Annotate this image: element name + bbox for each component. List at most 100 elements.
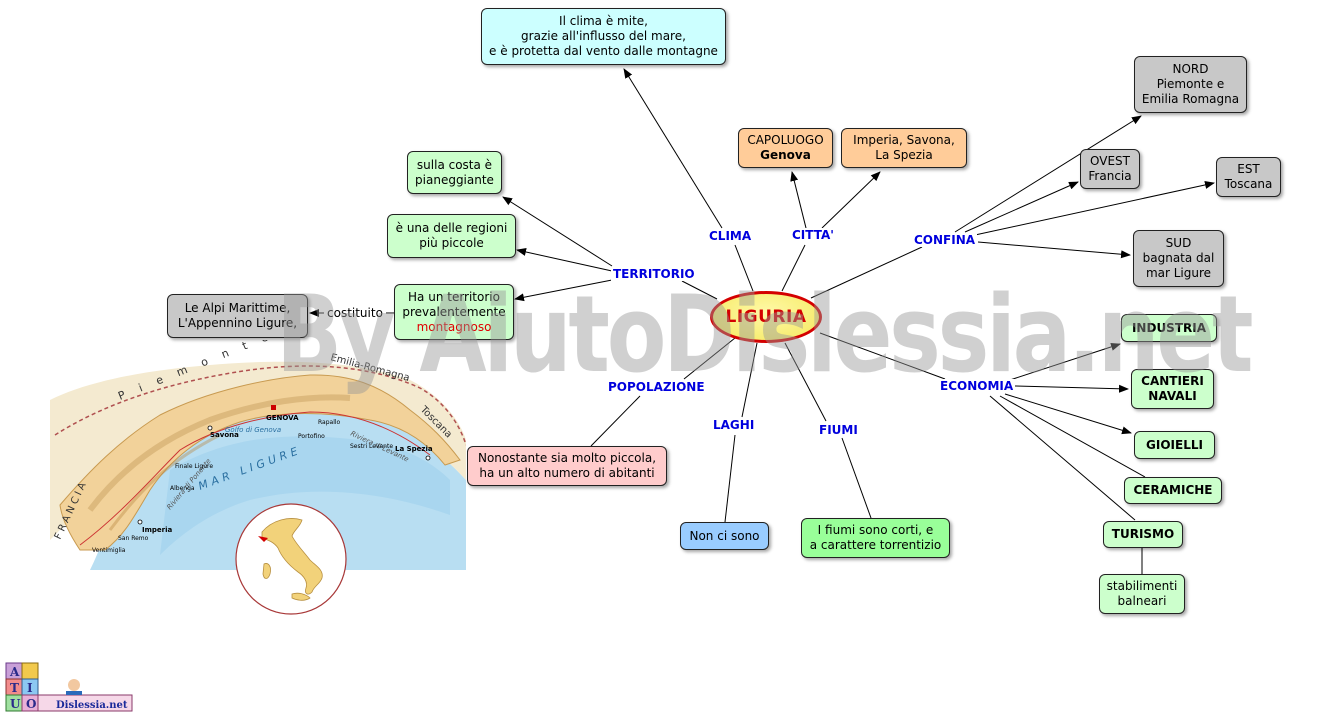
edge-popolazione-node bbox=[590, 395, 641, 447]
svg-text:San Remo: San Remo bbox=[118, 535, 149, 542]
link-label-costituito: costituito bbox=[325, 306, 385, 320]
node-clima: Il clima è mite, grazie all'influsso del… bbox=[481, 8, 726, 65]
edge-center-confina bbox=[810, 246, 923, 299]
edge-center-clima bbox=[734, 244, 754, 292]
edge-territorio-costa bbox=[502, 196, 613, 267]
node-capoluogo: CAPOLUOGO Genova bbox=[738, 128, 833, 168]
svg-text:T: T bbox=[10, 681, 19, 695]
node-territorio-line-2: prevalentemente bbox=[402, 304, 506, 319]
node-sud-line-1: SUD bbox=[1165, 236, 1192, 250]
node-nord-line-1: NORD bbox=[1172, 62, 1209, 76]
node-est-line-2: Toscana bbox=[1224, 177, 1273, 191]
node-ovest-line-2: Francia bbox=[1088, 169, 1132, 183]
node-popolazione-line-2: ha un alto numero di abitanti bbox=[479, 466, 655, 480]
edge-territorio-node bbox=[514, 279, 613, 302]
edge-center-fiumi bbox=[784, 342, 827, 422]
svg-text:Imperia: Imperia bbox=[142, 526, 173, 534]
node-cantieri-line-2: NAVALI bbox=[1148, 389, 1197, 403]
node-territorio: Ha un territorio prevalentemente montagn… bbox=[394, 284, 514, 340]
link-label-laghi: LAGHI bbox=[711, 418, 757, 432]
edge-confina-nord bbox=[954, 115, 1142, 233]
node-citta: Imperia, Savona, La Spezia bbox=[841, 128, 967, 168]
node-ceramiche-line-1: CERAMICHE bbox=[1133, 483, 1213, 497]
node-alpi-line-1: Le Alpi Marittime, bbox=[184, 301, 291, 315]
link-label-clima: CLIMA bbox=[707, 229, 754, 243]
edge-territorio-regioni bbox=[516, 248, 613, 272]
svg-text:Savona: Savona bbox=[210, 431, 239, 439]
liguria-map-image: P i e m o n t e Emilia-Romagna Toscana F… bbox=[50, 340, 466, 570]
node-sud-line-2: bagnata dal bbox=[1142, 251, 1215, 265]
node-nord: NORD Piemonte e Emilia Romagna bbox=[1134, 56, 1247, 113]
edge-citta-capoluogo bbox=[790, 171, 807, 229]
node-est-line-1: EST bbox=[1237, 162, 1260, 176]
node-nord-line-2: Piemonte e bbox=[1156, 77, 1225, 91]
node-stabilimenti-line-2: balneari bbox=[1117, 594, 1167, 608]
svg-text:I: I bbox=[27, 681, 33, 695]
logo-text: Dislessia.net bbox=[56, 700, 128, 711]
node-sud-line-3: mar Ligure bbox=[1145, 266, 1212, 280]
edge-economia-cantieri bbox=[1014, 384, 1129, 393]
svg-text:Ventimiglia: Ventimiglia bbox=[92, 547, 126, 554]
link-label-territorio: TERRITORIO bbox=[611, 267, 697, 281]
edge-confina-ovest bbox=[964, 181, 1079, 233]
node-fiumi: I fiumi sono corti, e a carattere torren… bbox=[801, 518, 950, 558]
node-gioielli: GIOIELLI bbox=[1134, 431, 1215, 459]
node-popolazione: Nonostante sia molto piccola, ha un alto… bbox=[467, 446, 667, 486]
node-costa: sulla costa è pianeggiante bbox=[407, 151, 502, 194]
node-costa-line-1: sulla costa è bbox=[416, 157, 493, 172]
center-node-liguria: LIGURIA bbox=[710, 291, 822, 343]
node-capoluogo-line-1: CAPOLUOGO bbox=[747, 133, 824, 147]
node-territorio-highlight: montagnoso bbox=[416, 319, 492, 334]
edge-laghi-node bbox=[724, 434, 736, 523]
node-capoluogo-city: Genova bbox=[760, 148, 811, 162]
node-costa-line-2: pianeggiante bbox=[415, 172, 494, 187]
edge-economia-ceramiche bbox=[999, 395, 1146, 478]
svg-text:Golfo di Genova: Golfo di Genova bbox=[225, 426, 281, 434]
link-label-economia: ECONOMIA bbox=[938, 379, 1016, 393]
node-ovest-line-1: OVEST bbox=[1090, 154, 1130, 168]
link-label-confina: CONFINA bbox=[912, 233, 978, 247]
svg-text:U: U bbox=[10, 697, 21, 711]
svg-text:A: A bbox=[9, 665, 20, 679]
svg-text:O: O bbox=[26, 697, 36, 711]
node-ovest: OVEST Francia bbox=[1080, 149, 1140, 189]
aiutodislessia-logo: A I T U O bbox=[5, 662, 133, 712]
edge-center-popolazione bbox=[683, 337, 736, 380]
node-turismo: TURISMO bbox=[1103, 521, 1183, 548]
svg-text:La Spezia: La Spezia bbox=[395, 445, 433, 453]
node-cantieri: CANTIERI NAVALI bbox=[1131, 369, 1214, 409]
node-gioielli-line-1: GIOIELLI bbox=[1146, 437, 1203, 452]
node-alpi-line-2: L'Appennino Ligure, bbox=[177, 316, 298, 330]
node-laghi-line-1: Non ci sono bbox=[689, 528, 760, 543]
node-clima-line-1: Il clima è mite, bbox=[559, 14, 648, 28]
node-industria-line-1: INDUSTRIA bbox=[1131, 320, 1207, 335]
node-fiumi-line-1: I fiumi sono corti, e bbox=[817, 523, 934, 537]
svg-text:Portofino: Portofino bbox=[298, 433, 325, 440]
edge-economia-industria bbox=[1009, 342, 1121, 381]
node-regioni-line-1: è una delle regioni bbox=[395, 221, 508, 235]
edge-center-territorio bbox=[681, 280, 718, 300]
edge-center-laghi bbox=[741, 342, 758, 418]
edge-confina-est bbox=[974, 181, 1215, 236]
svg-text:Sestri Levante: Sestri Levante bbox=[350, 443, 393, 450]
node-clima-line-3: e è protetta dal vento dalle montagne bbox=[489, 44, 718, 58]
node-sud: SUD bagnata dal mar Ligure bbox=[1133, 230, 1224, 287]
svg-text:Rapallo: Rapallo bbox=[318, 419, 341, 426]
edge-citta-cities bbox=[821, 171, 881, 229]
edge-center-citta bbox=[781, 244, 806, 292]
edge-economia-turismo bbox=[989, 395, 1136, 521]
node-citta-line-2: La Spezia bbox=[875, 148, 933, 162]
edge-center-economia bbox=[819, 332, 946, 380]
node-est: EST Toscana bbox=[1216, 157, 1281, 197]
link-label-fiumi: FIUMI bbox=[817, 423, 860, 437]
edge-clima-node bbox=[623, 68, 723, 229]
node-cantieri-line-1: CANTIERI bbox=[1141, 374, 1204, 388]
svg-text:GENOVA: GENOVA bbox=[266, 414, 299, 422]
node-industria: INDUSTRIA bbox=[1121, 314, 1217, 342]
node-clima-line-2: grazie all'influsso del mare, bbox=[521, 29, 686, 43]
node-stabilimenti: stabilimenti balneari bbox=[1099, 574, 1185, 614]
node-regioni-line-2: più piccole bbox=[419, 236, 484, 250]
node-alpi: Le Alpi Marittime, L'Appennino Ligure, bbox=[167, 294, 308, 338]
node-stabilimenti-line-1: stabilimenti bbox=[1106, 579, 1178, 593]
node-nord-line-3: Emilia Romagna bbox=[1141, 92, 1240, 106]
